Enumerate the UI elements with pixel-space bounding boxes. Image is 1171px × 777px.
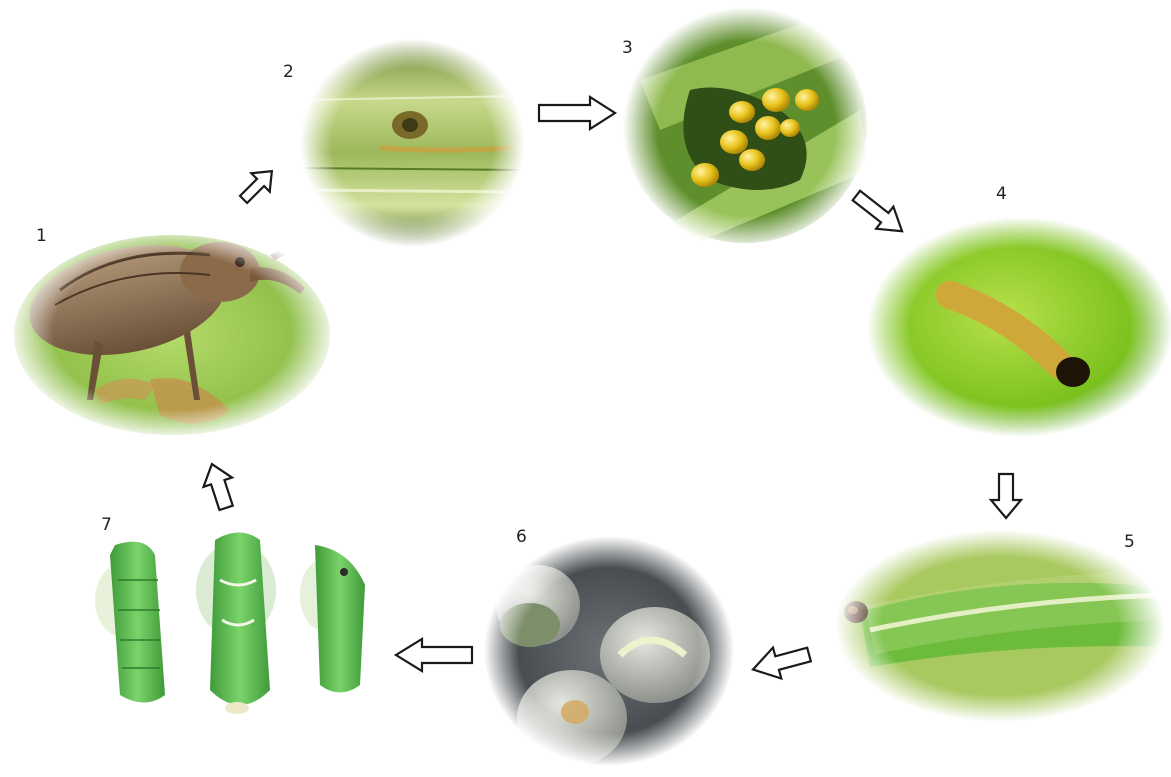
stage-5-mature-larva-photo [835,530,1165,722]
stage-2-label: 2 [283,62,294,82]
stage-2-stem-photo [300,39,525,247]
pupa-dorsal [95,542,165,703]
arrow-1-to-2 [234,162,281,209]
arrow-7-to-1 [198,459,241,512]
stage-6-label: 6 [516,527,527,547]
stage-7-pupae-photo [95,533,365,715]
arrow-5-to-6 [749,639,813,685]
arrow-2-to-3 [539,97,615,129]
arrow-6-to-7 [396,639,472,671]
stage-1-label: 1 [36,226,47,246]
arrow-3-to-4 [848,184,911,242]
stage-3-eggs-photo [623,7,870,250]
stage-1-adult-weevil-photo [7,224,337,440]
stage-7-label: 7 [101,515,112,535]
stage-3-label: 3 [622,38,633,58]
stage-5-label: 5 [1124,532,1135,552]
stage-4-young-larva-photo [867,217,1171,437]
stage-6-cocoons-photo [484,536,734,766]
pupa-ventral [196,533,276,715]
arrow-4-to-5 [991,474,1021,518]
stage-4-label: 4 [996,184,1007,204]
pupa-lateral [300,545,365,693]
